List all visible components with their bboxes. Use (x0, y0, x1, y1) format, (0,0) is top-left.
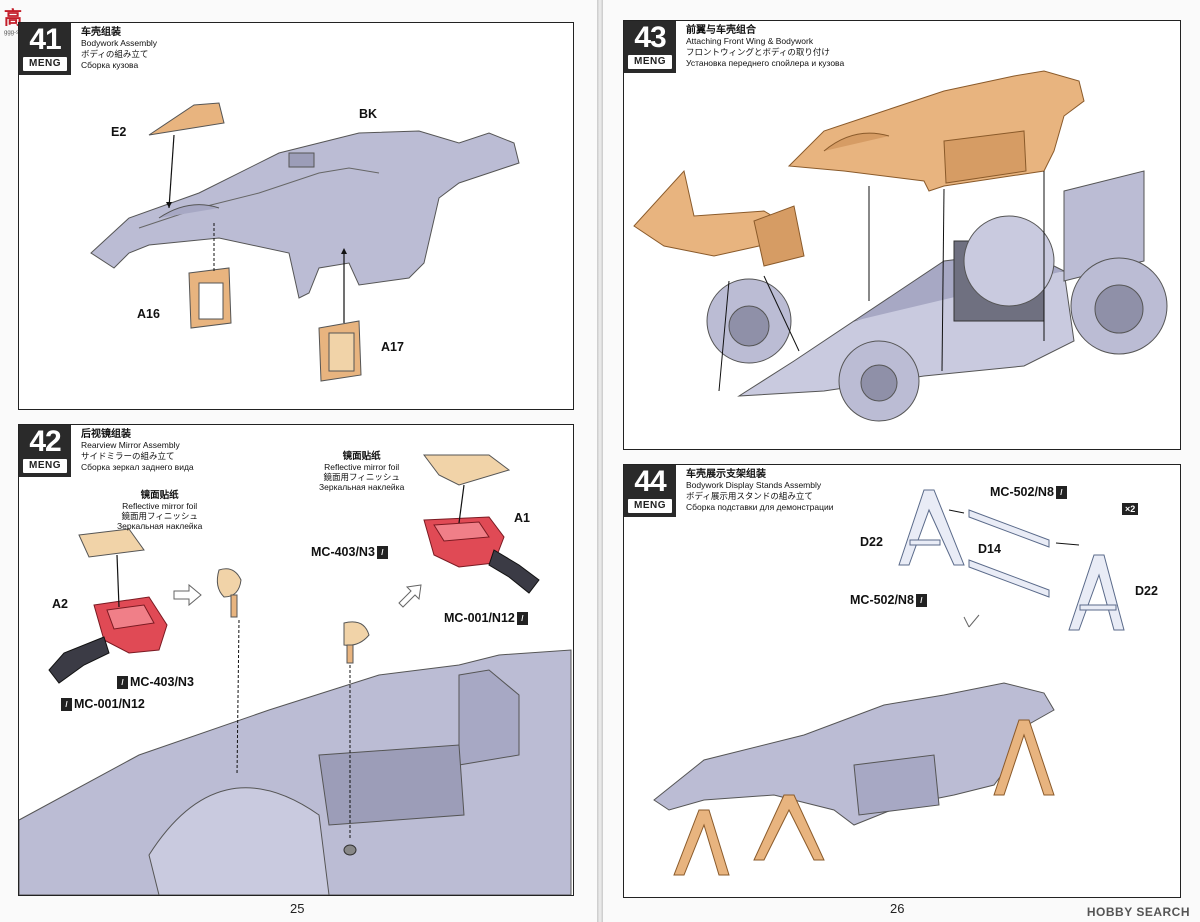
paint-silver-label-top: MC-502/N8/ (990, 485, 1069, 500)
paint-silver-label-bottom: MC-502/N8/ (850, 593, 929, 608)
step-title: 前翼与车壳组合 Attaching Front Wing & Bodywork … (686, 25, 845, 68)
right-page-number: 26 (890, 901, 905, 916)
display-stand-diagram (653, 489, 1125, 876)
quantity-badge: ×2 (1122, 503, 1139, 515)
part-d14-label: D14 (978, 542, 1001, 556)
paint-red-label-left: /MC-403/N3 (115, 675, 194, 690)
paint-black-label-left: /MC-001/N12 (59, 697, 145, 712)
part-e2-label: E2 (111, 125, 127, 139)
bodywork-diagram (90, 102, 520, 382)
hobbysearch-watermark: HOBBY SEARCH (1086, 905, 1190, 919)
part-d22-label-right: D22 (1135, 584, 1158, 598)
paint-icon: / (516, 612, 528, 626)
paint-icon: / (915, 594, 927, 608)
part-a2-label: A2 (52, 597, 68, 611)
mirror-diagram (19, 454, 572, 895)
paint-icon: / (1055, 486, 1067, 500)
step-title: 后视镜组装 Rearview Mirror Assembly サイドミラーの組み… (81, 429, 194, 472)
left-page-number: 25 (290, 901, 305, 916)
paint-icon: / (376, 546, 388, 560)
part-a17-label: A17 (381, 340, 404, 354)
step-title: 车壳组装 Bodywork Assembly ボディの組み立て Сборка к… (81, 27, 158, 70)
part-bk-label: BK (359, 107, 378, 121)
paint-black-label-right: MC-001/N12/ (444, 611, 530, 626)
paint-icon: / (117, 676, 128, 690)
paint-icon: / (61, 698, 72, 712)
part-a16-label: A16 (137, 307, 160, 321)
paint-red-label-right: MC-403/N3/ (311, 545, 390, 560)
part-a1-label: A1 (514, 511, 530, 525)
part-d22-label-left: D22 (860, 535, 883, 549)
car-assembly-diagram (633, 70, 1168, 422)
page-gutter (597, 0, 603, 922)
step-title: 车壳展示支架组装 Bodywork Display Stands Assembl… (686, 469, 834, 512)
